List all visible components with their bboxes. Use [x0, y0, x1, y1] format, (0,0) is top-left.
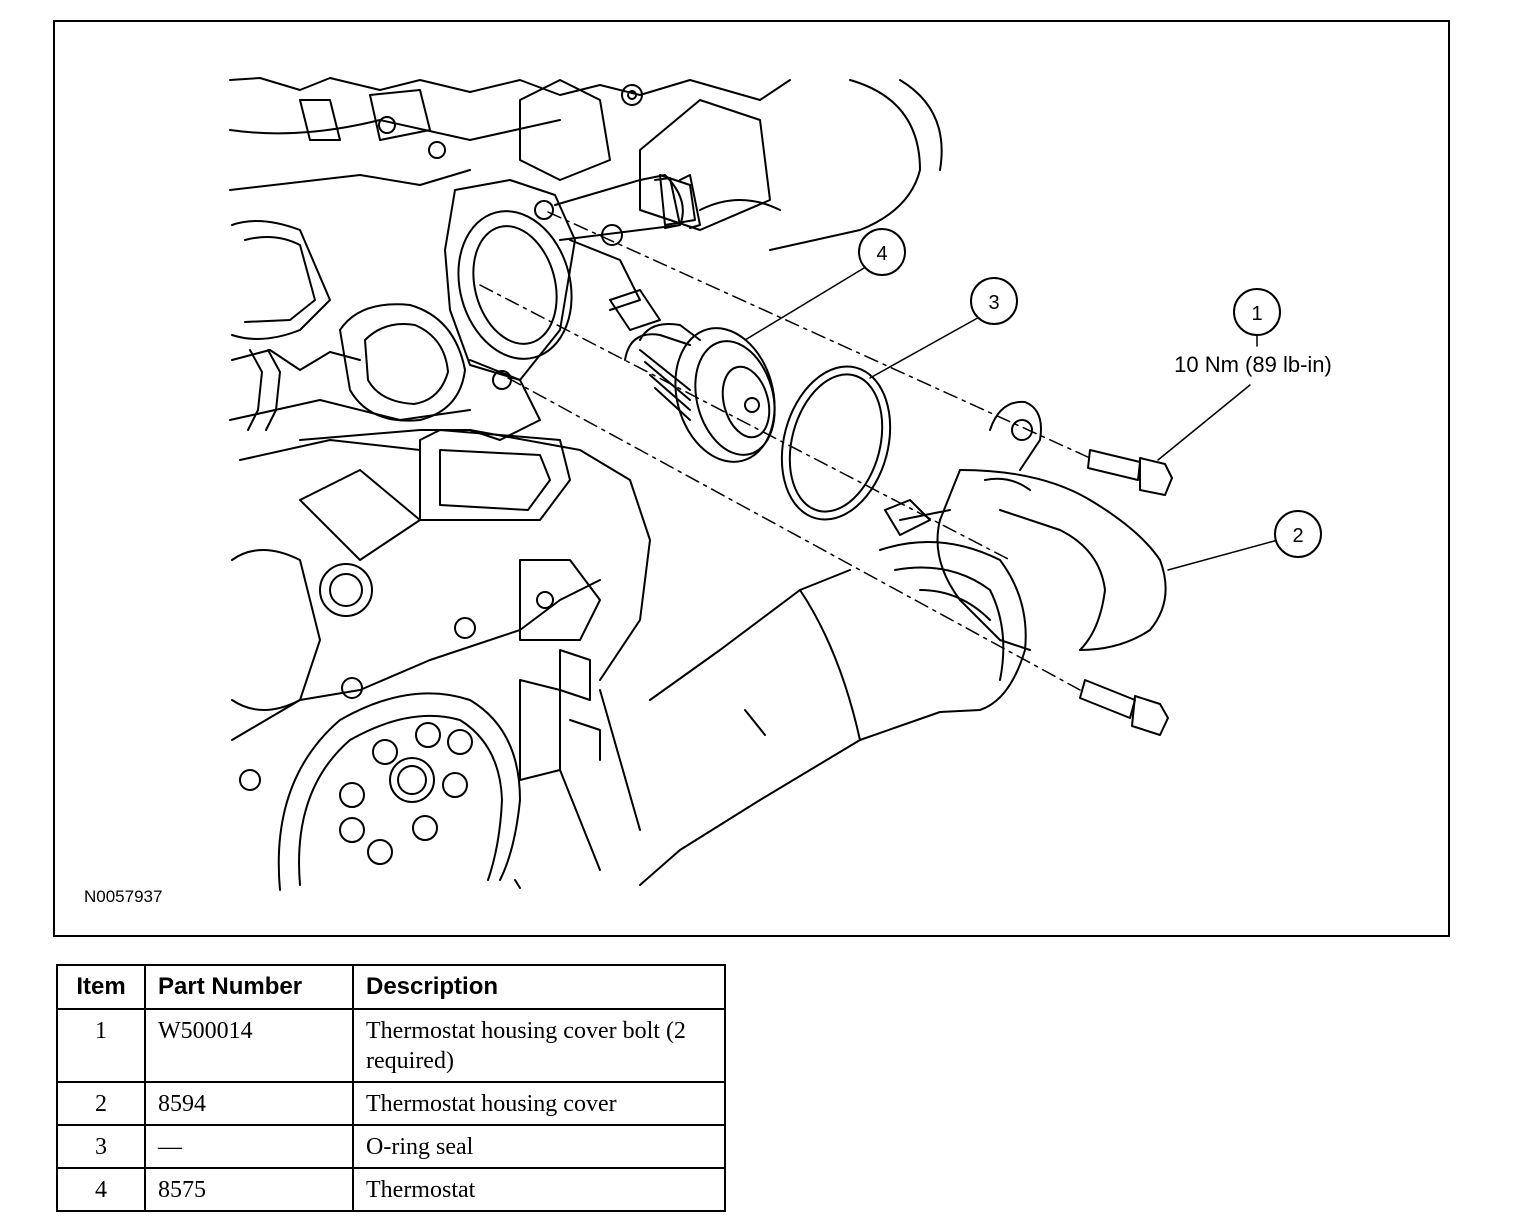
callout-1: 1 — [1233, 288, 1281, 336]
o-ring-part — [780, 365, 892, 521]
header-part-number: Part Number — [144, 964, 354, 1010]
callout-3: 3 — [970, 277, 1018, 325]
description-cell: Thermostat housing cover — [352, 1081, 726, 1126]
diagram-frame — [53, 20, 1450, 937]
callout-4-circle — [858, 228, 906, 276]
thermostat-housing — [444, 179, 576, 390]
description-cell: Thermostat — [352, 1167, 726, 1212]
figure-id: N0057937 — [84, 887, 163, 906]
header-item: Item — [56, 964, 146, 1010]
table-row: 2 8594 Thermostat housing cover — [56, 1081, 726, 1126]
parts-table-header-row: Item Part Number Description — [56, 964, 726, 1010]
housing-cover-part — [514, 400, 1167, 889]
parts-table: Item Part Number Description 1 W500014 T… — [56, 964, 726, 1212]
callout-leaders — [744, 264, 1279, 571]
thermostat-part — [624, 323, 776, 463]
item-cell: 2 — [56, 1081, 146, 1126]
callout-2-label: 2 — [1292, 525, 1303, 547]
callout-3-label: 3 — [988, 292, 999, 314]
part-number-cell: — — [144, 1124, 354, 1169]
table-row: 3 — O-ring seal — [56, 1124, 726, 1169]
callout-3-circle — [970, 277, 1018, 325]
bolt-upper — [1087, 449, 1173, 496]
torque-spec: 10 Nm (89 lb-in) — [1174, 352, 1332, 377]
crank-pulley — [277, 692, 521, 891]
callout-1-label: 1 — [1251, 303, 1262, 325]
engine-thermostat-diagram: 4 3 1 2 10 Nm (89 lb-in) — [229, 77, 1332, 891]
callout-4: 4 — [858, 228, 906, 276]
callout-2-circle — [1274, 510, 1322, 558]
bolt-lower — [1079, 679, 1169, 736]
alignment-lines — [479, 211, 1091, 691]
part-number-cell: 8575 — [144, 1167, 354, 1212]
part-number-cell: W500014 — [144, 1008, 354, 1083]
upper-hose — [554, 174, 701, 241]
table-row: 4 8575 Thermostat — [56, 1167, 726, 1212]
description-cell: Thermostat housing cover bolt (2 require… — [352, 1008, 726, 1083]
part-number-cell: 8594 — [144, 1081, 354, 1126]
item-cell: 1 — [56, 1008, 146, 1083]
callout-2: 2 — [1274, 510, 1322, 558]
item-cell: 4 — [56, 1167, 146, 1212]
engine-block — [229, 77, 943, 791]
header-description: Description — [352, 964, 726, 1010]
description-cell: O-ring seal — [352, 1124, 726, 1169]
callout-1-circle — [1233, 288, 1281, 336]
item-cell: 3 — [56, 1124, 146, 1169]
callout-4-label: 4 — [876, 243, 887, 265]
table-row: 1 W500014 Thermostat housing cover bolt … — [56, 1008, 726, 1083]
